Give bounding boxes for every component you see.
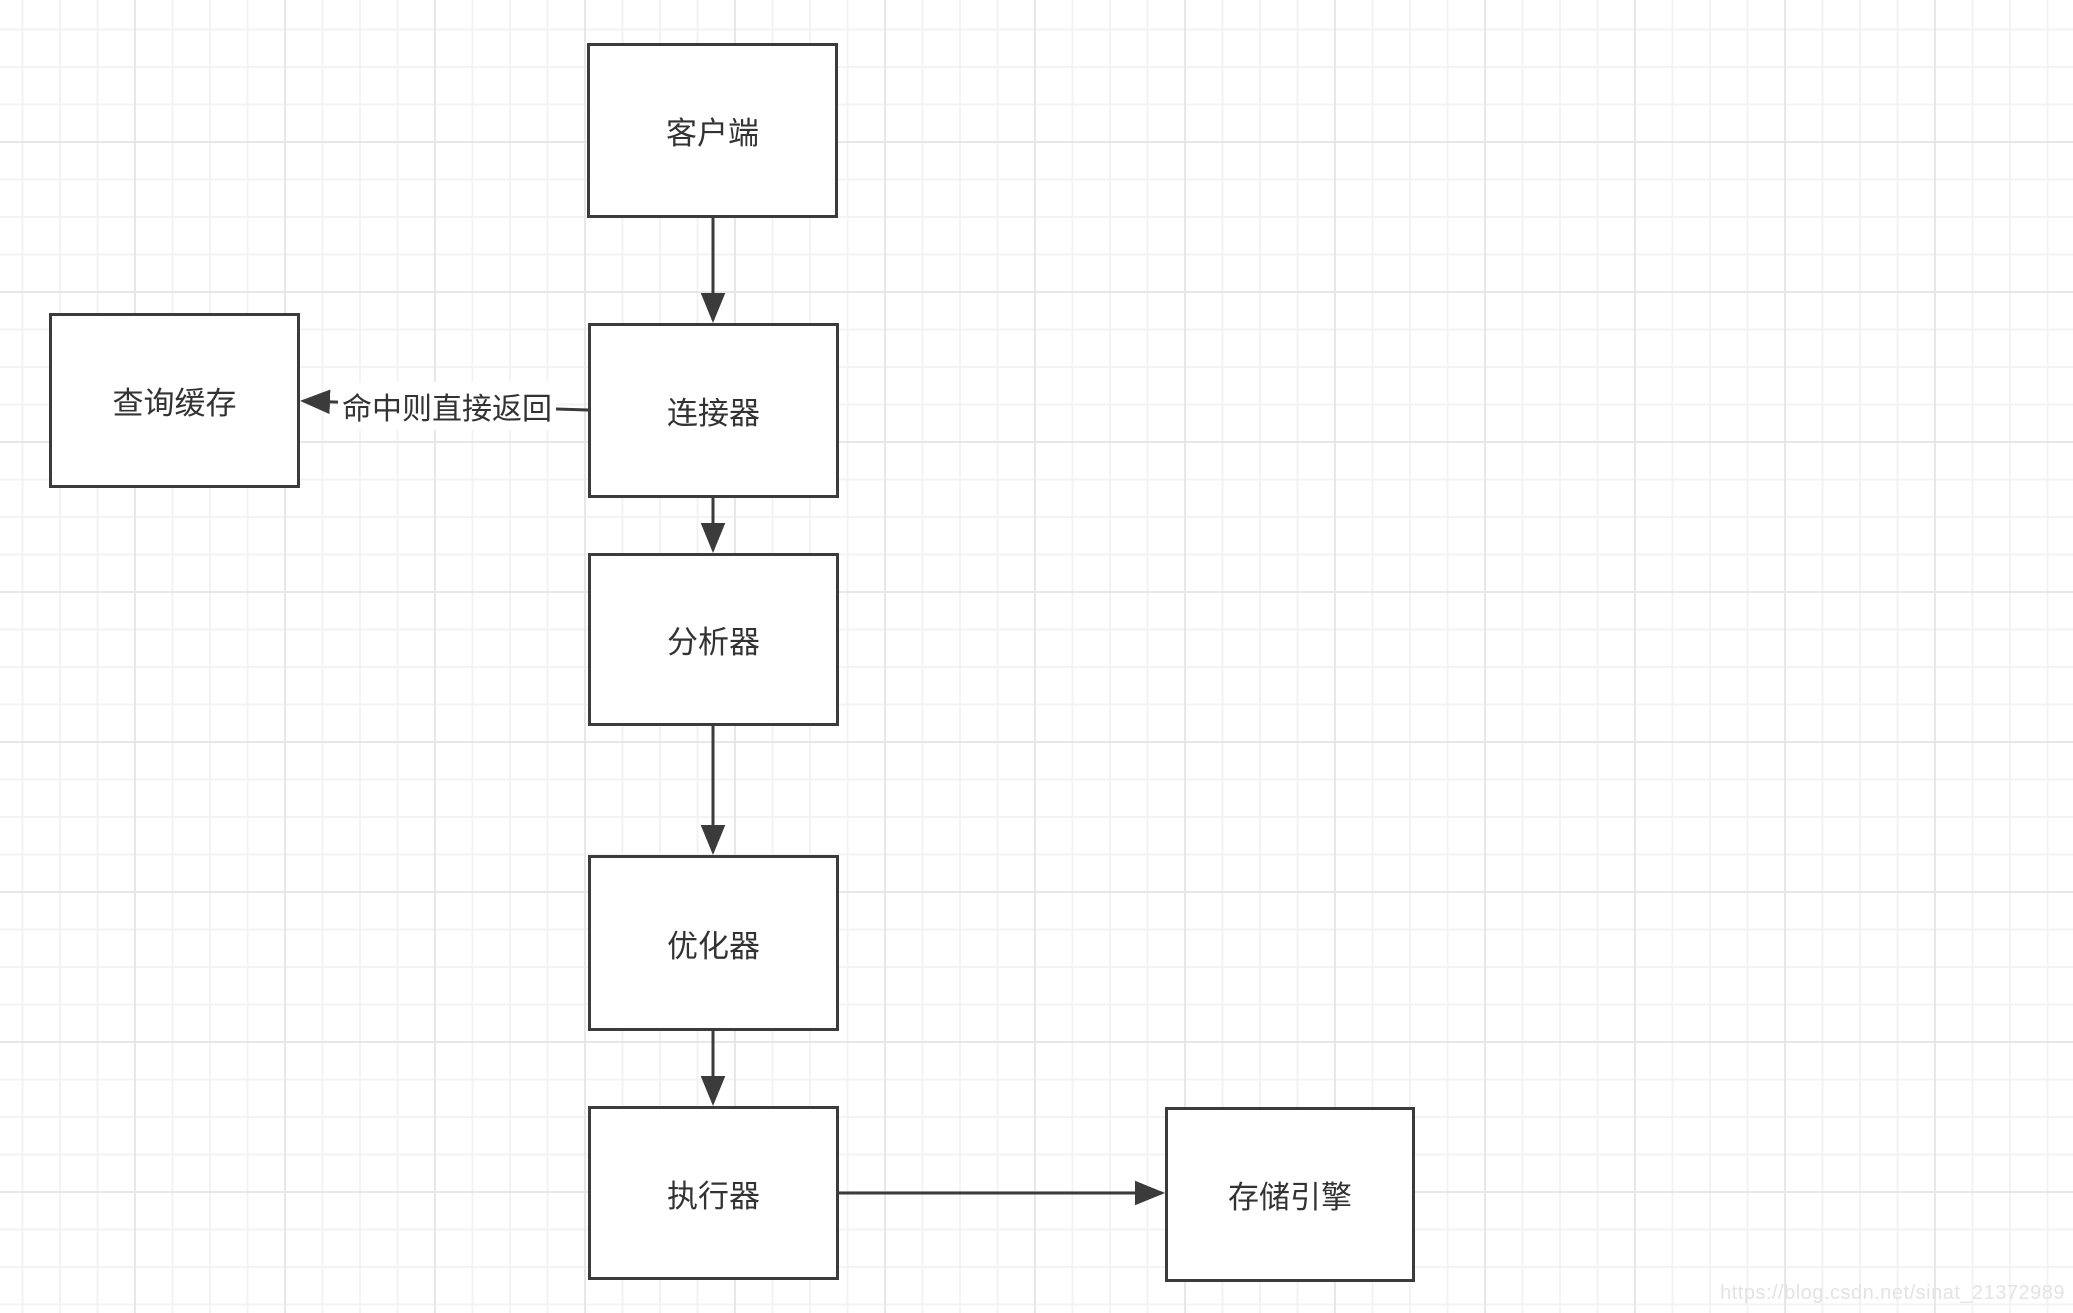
watermark-text: https://blog.csdn.net/sinat_21372989 (1720, 1282, 2065, 1304)
node-optimizer: 优化器 (588, 855, 839, 1031)
node-connector-label: 连接器 (667, 396, 760, 431)
node-client-label: 客户端 (666, 116, 759, 151)
node-executor: 执行器 (588, 1106, 839, 1280)
node-optimizer-label: 优化器 (667, 928, 760, 964)
node-analyzer-label: 分析器 (667, 625, 760, 660)
node-executor-label: 执行器 (667, 1178, 760, 1214)
node-connector: 连接器 (588, 323, 839, 498)
node-query-cache-label: 查询缓存 (112, 386, 237, 421)
node-client: 客户端 (587, 43, 838, 218)
edge-label-cache-hit-return: 命中则直接返回 (338, 382, 556, 430)
node-query-cache: 查询缓存 (49, 313, 300, 488)
node-storage-engine-label: 存储引擎 (1228, 1180, 1352, 1215)
node-storage-engine: 存储引擎 (1165, 1107, 1415, 1282)
node-analyzer: 分析器 (588, 553, 839, 726)
